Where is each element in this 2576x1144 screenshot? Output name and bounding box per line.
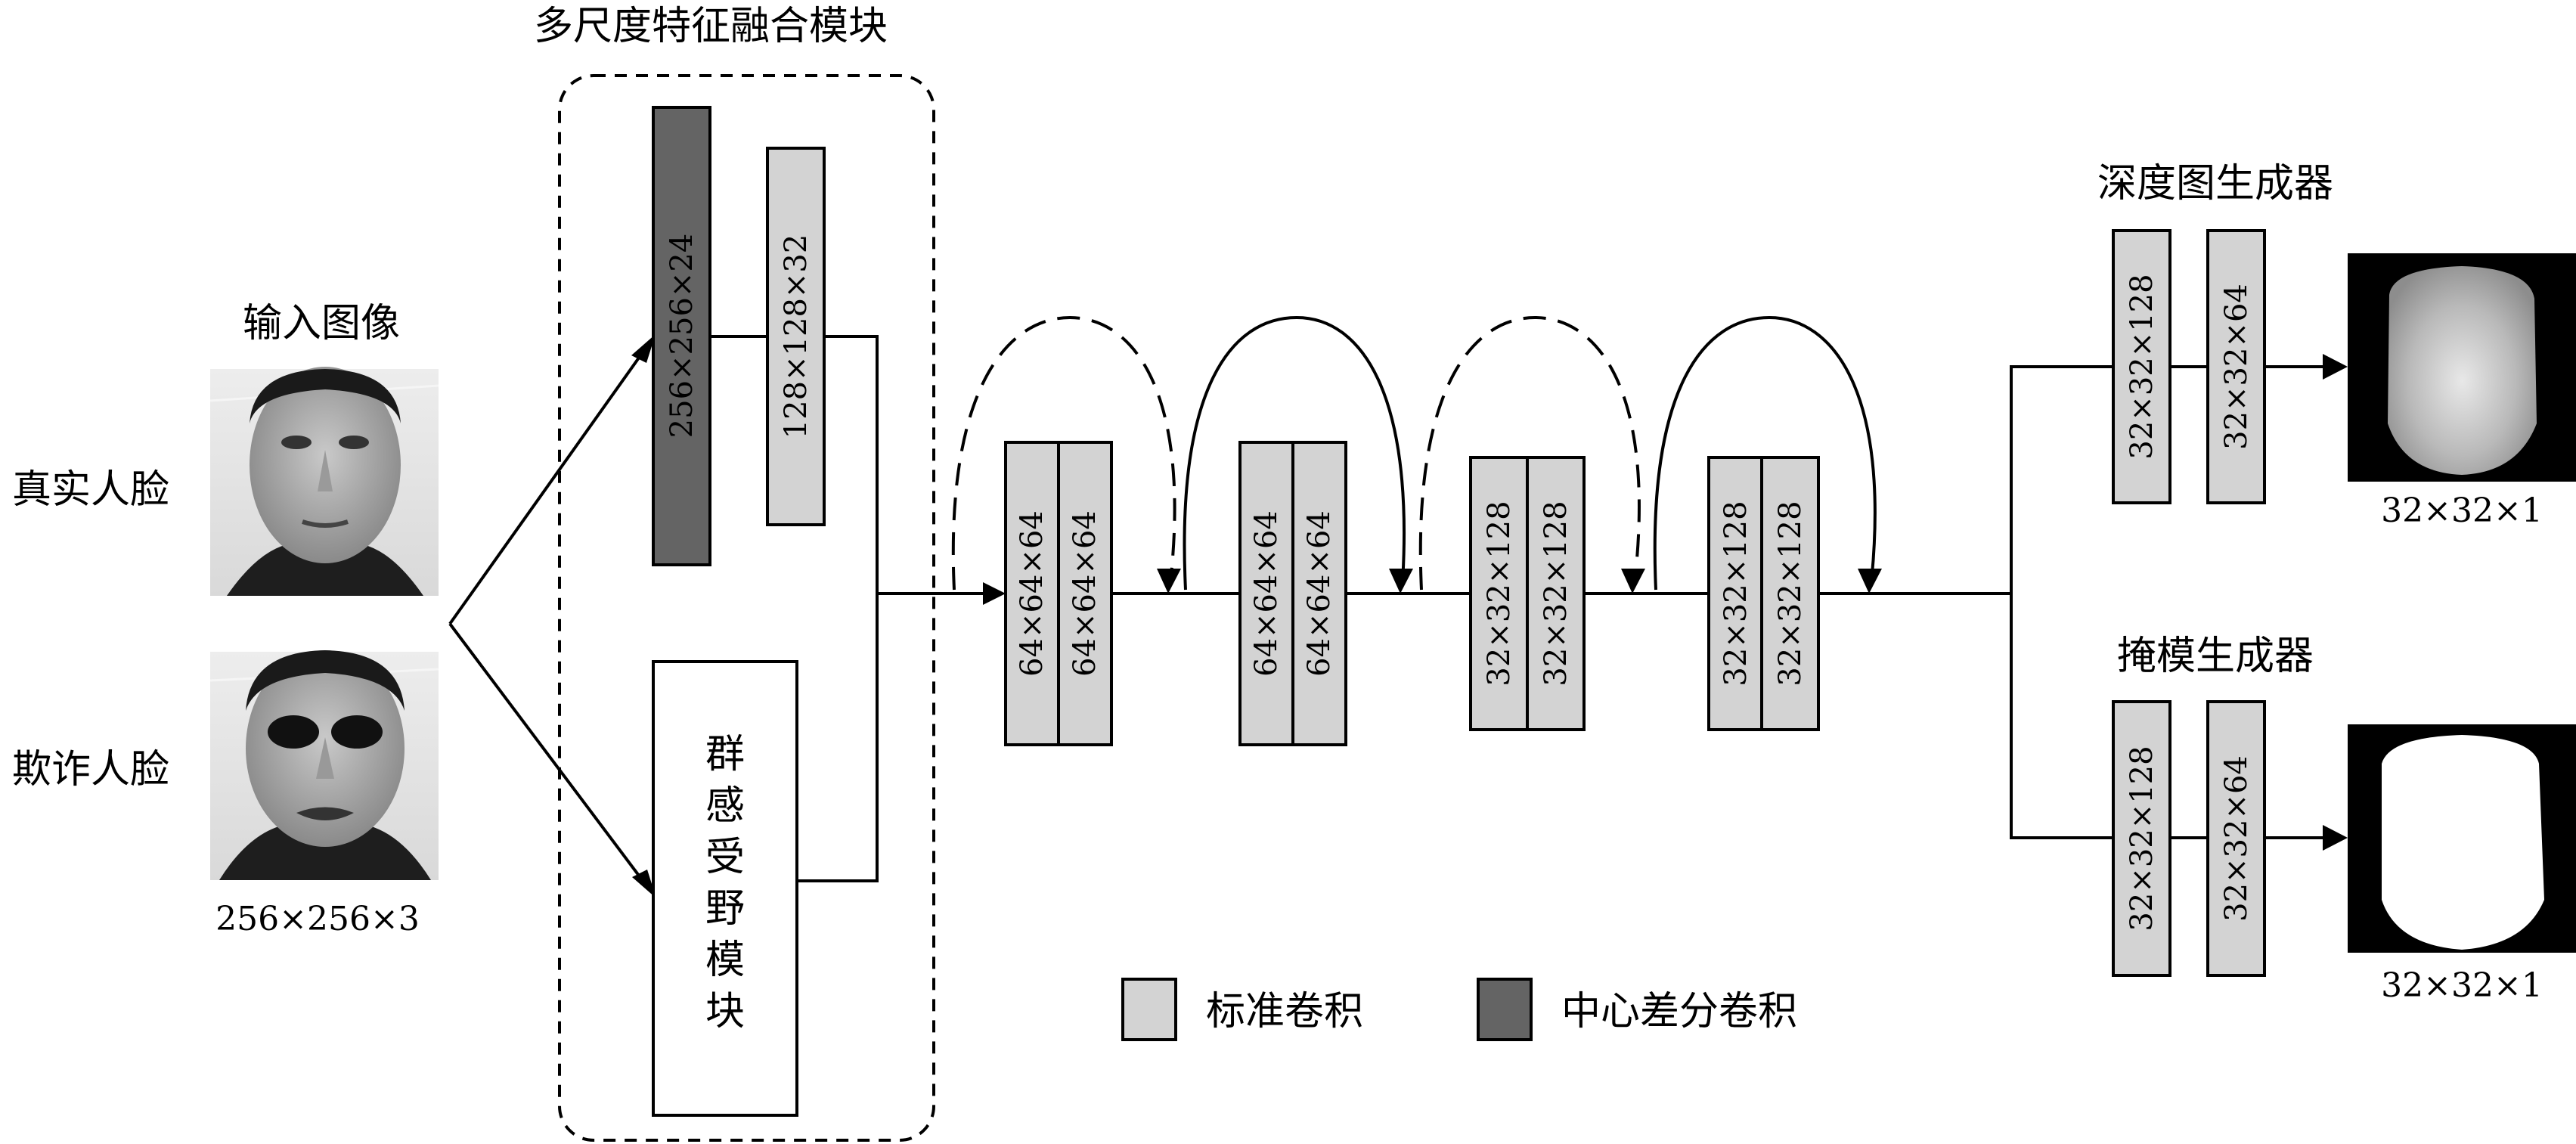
svg-text:64×64×64: 64×64×64 [1015,510,1049,677]
group-receptive-module [652,660,798,1117]
legend-label-standard: 标准卷积 [1206,989,1363,1034]
depth-gen-blocks: 32×32×128 32×32×64 [2112,229,2266,504]
svg-text:32×32×64: 32×32×64 [2219,284,2254,450]
skip-arc-4 [1653,315,1877,591]
mask-gen-blocks: 32×32×128 32×32×64 [2112,700,2266,977]
encoder-stage-3: 32×32×128 32×32×128 [1469,456,1586,731]
arrowhead [2323,825,2348,851]
cdc-block-256-label: 256×256×24 [665,234,699,439]
legend-swatch-standard [1121,978,1177,1041]
cdc-block-256 [652,106,711,566]
svg-text:感: 感 [705,783,745,829]
svg-text:32×32×64: 32×32×64 [2219,755,2254,922]
encoder-stage-1: 64×64×64 64×64×64 [1004,441,1113,746]
arrowhead [2323,354,2348,380]
svg-text:32×32×128: 32×32×128 [2125,746,2159,931]
svg-text:32×32×128: 32×32×128 [1482,501,1517,686]
encoder-stage-2: 64×64×64 64×64×64 [1238,441,1347,746]
svg-text:32×32×128: 32×32×128 [1719,501,1753,686]
svg-text:块: 块 [705,989,745,1034]
depth-out-dims: 32×32×1 [2381,491,2543,530]
legend: 标准卷积 中心差分卷积 [1121,978,1797,1041]
input-title: 输入图像 [243,301,400,346]
svg-text:野: 野 [705,886,745,932]
arrowhead [983,582,1006,605]
svg-text:32×32×128: 32×32×128 [1539,501,1573,686]
svg-text:64×64×64: 64×64×64 [1068,510,1102,677]
svg-text:模: 模 [705,938,745,983]
mask-out-dims: 32×32×1 [2381,966,2543,1005]
msff-title: 多尺度特征融合模块 [534,4,888,49]
arrowhead [1621,569,1645,594]
group-receptive-module-label: 群 感 受 野 模 块 [705,732,745,1034]
input-dims-label: 256×256×3 [215,900,420,938]
svg-text:32×32×128: 32×32×128 [1773,501,1808,686]
mask-output [2348,724,2576,953]
arrowhead [1858,569,1882,594]
spoof-face-photo [209,650,439,880]
real-face-label: 真实人脸 [12,467,169,513]
branch-arrow-down [448,622,652,892]
depth-gen-title: 深度图生成器 [2097,161,2333,206]
legend-swatch-cdc [1477,978,1533,1041]
msff-dashed-frame [558,74,935,1142]
real-face-photo [209,367,439,597]
svg-text:64×64×64: 64×64×64 [1249,510,1284,677]
skip-arc-3 [1418,315,1641,591]
conv-block-128-label: 128×128×32 [779,234,814,439]
skip-arc-1 [951,315,1176,591]
arrowhead [631,334,656,363]
svg-text:64×64×64: 64×64×64 [1302,510,1337,677]
legend-label-cdc: 中心差分卷积 [1561,989,1797,1034]
arrowhead [632,870,656,898]
mask-gen-title: 掩模生成器 [2117,634,2314,679]
svg-text:受: 受 [705,835,745,880]
branch-arrow-up [448,340,652,625]
arrowhead [1157,569,1181,594]
arrowhead [1389,569,1413,594]
skip-arc-2 [1183,315,1406,591]
svg-text:群: 群 [705,732,745,777]
encoder-stage-4: 32×32×128 32×32×128 [1707,456,1820,731]
svg-text:32×32×128: 32×32×128 [2125,274,2159,459]
spoof-face-label: 欺诈人脸 [12,747,169,792]
depth-map-output [2348,253,2576,482]
